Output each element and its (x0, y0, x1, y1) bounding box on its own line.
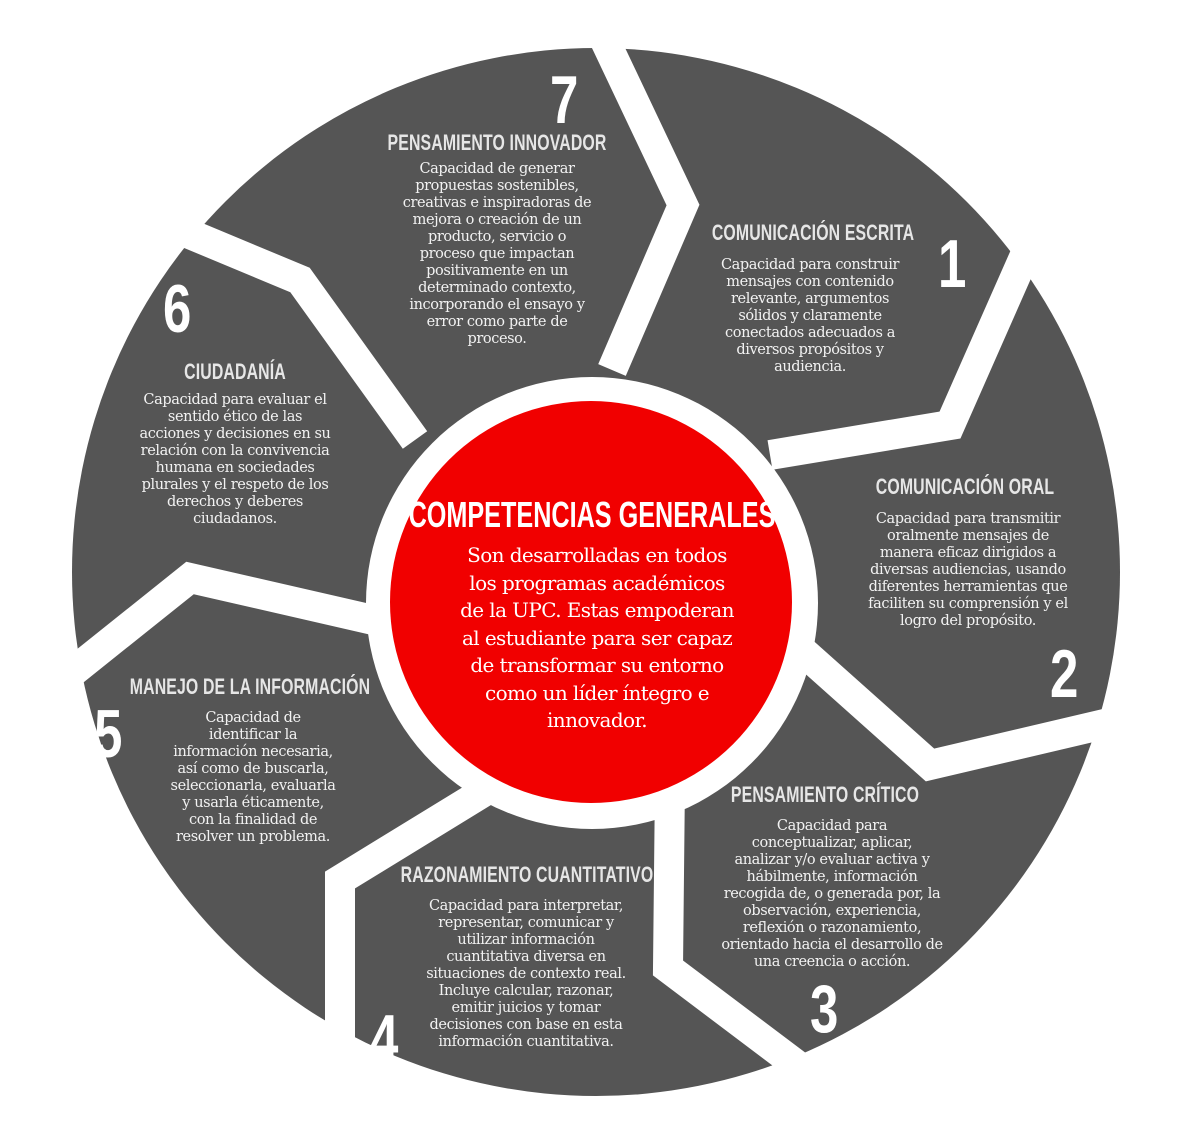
segment-5-title: MANEJO DE LA INFORMACIÓN (129, 674, 371, 699)
segment-3-body: Capacidad para conceptualizar, aplicar, … (721, 818, 943, 970)
segment-1-title: COMUNICACIÓN ESCRITA (711, 220, 915, 245)
separator-1-2 (767, 248, 1039, 470)
segment-5-body: Capacidad de identificar la información … (170, 710, 336, 845)
center-title: COMPETENCIAS GENERALES (408, 494, 776, 535)
separator-2-3 (780, 628, 1134, 782)
segment-4-body: Capacidad para interpretar, representar,… (426, 898, 626, 1050)
segment-5-number: 5 (94, 696, 123, 772)
segment-7-body: Capacidad de generar propuestas sostenib… (402, 161, 592, 347)
separator-3-4 (652, 779, 840, 1102)
segment-6-number: 6 (163, 271, 192, 347)
center-description: Son desarrolladas en todos los programas… (460, 543, 734, 732)
center-circle (390, 401, 792, 803)
segment-2-body: Capacidad para transmitir oralmente mens… (868, 511, 1068, 629)
segment-3-title: PENSAMIENTO CRÍTICO (730, 782, 920, 807)
segment-2-number: 2 (1050, 636, 1079, 712)
separator-5-6 (40, 561, 399, 702)
segment-7-number: 7 (550, 62, 579, 138)
segment-1-number: 1 (938, 226, 967, 302)
separator-4-5 (325, 772, 503, 1100)
segment-4-number: 4 (370, 1001, 399, 1077)
segment-3-number: 3 (810, 971, 839, 1047)
segment-6-title: CIUDADANÍA (184, 359, 286, 384)
segment-2-title: COMUNICACIÓN ORAL (875, 474, 1055, 499)
segment-1-body: Capacidad para construir mensajes con co… (720, 257, 900, 375)
separator-6-7 (174, 216, 428, 449)
segment-7-title: PENSAMIENTO INNOVADOR (387, 130, 607, 155)
separator-7-1 (586, 23, 700, 376)
segment-6-body: Capacidad para evaluar el sentido ético … (139, 392, 331, 527)
segment-4-title: RAZONAMIENTO CUANTITATIVO (400, 862, 654, 887)
